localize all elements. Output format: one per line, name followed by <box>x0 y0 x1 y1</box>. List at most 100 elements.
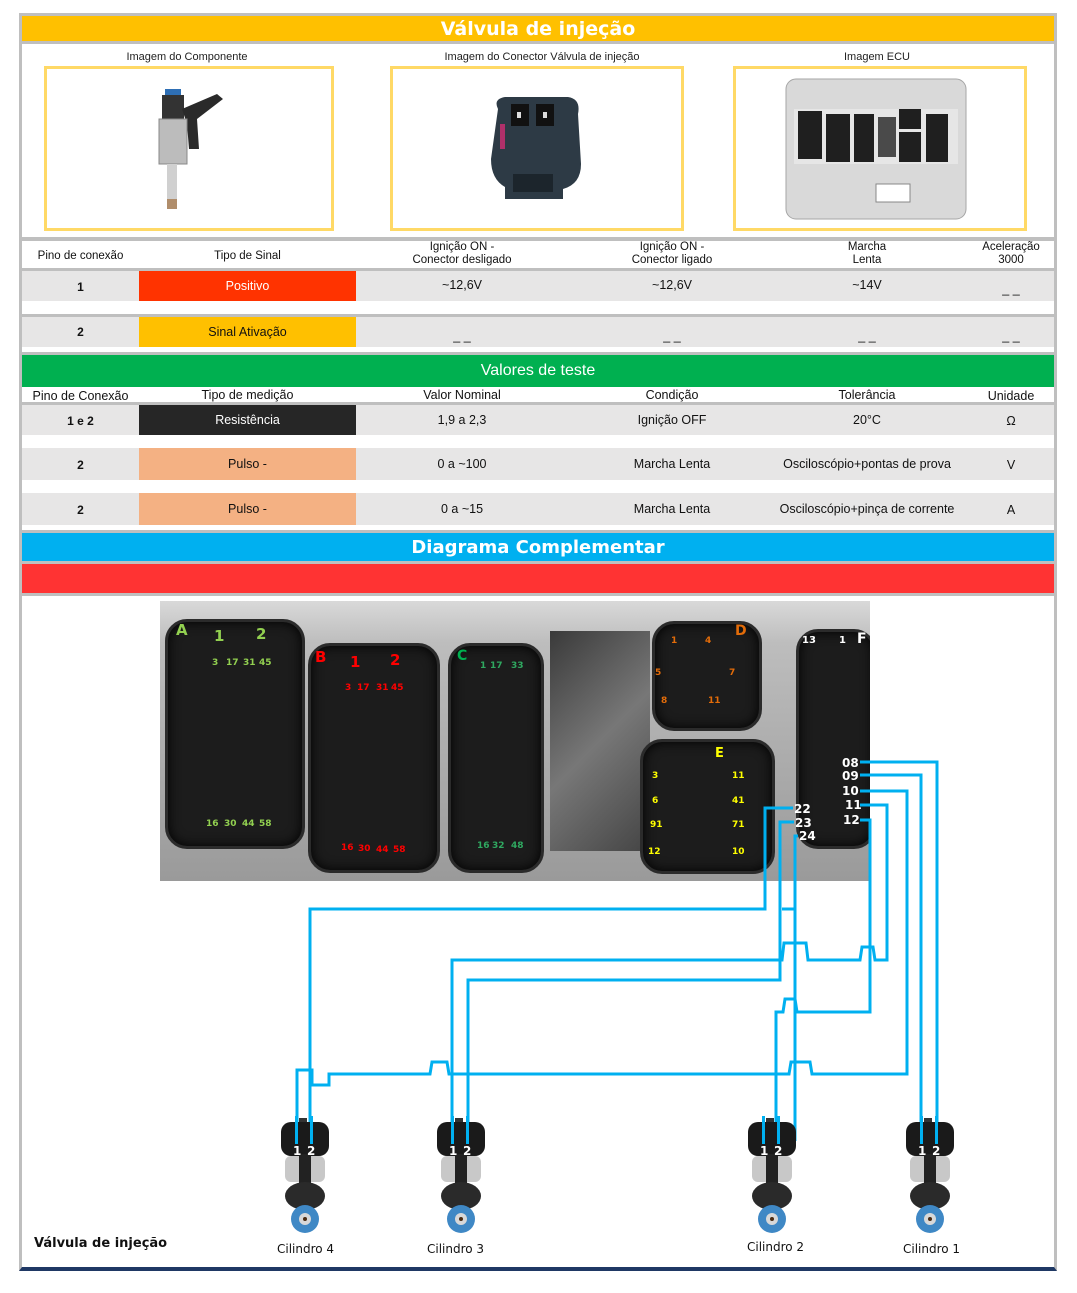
value-accel: _ _ <box>1002 329 1020 343</box>
connector-d <box>652 621 762 731</box>
connector-f-pin: 1 <box>839 635 846 646</box>
test-row: 2 Pulso - 0 a ~100 Marcha Lenta Oscilosc… <box>22 448 1054 480</box>
connector-e-pin: 11 <box>732 771 745 781</box>
header-nominal: Valor Nominal <box>423 388 501 402</box>
injector-icon <box>437 1116 485 1233</box>
connector-d-pin: 5 <box>655 668 662 678</box>
header-line: Aceleração <box>982 241 1040 253</box>
connector-e-pin: 3 <box>652 771 659 781</box>
value-ign-on-connected: _ _ <box>663 329 681 343</box>
diagram-footer-label: Válvula de injeção <box>34 1236 168 1251</box>
value-idle: _ _ <box>858 329 876 343</box>
test-values-bar: Valores de teste <box>22 355 1054 387</box>
test-row: 1 e 2 Resistência 1,9 a 2,3 Ignição OFF … <box>22 405 1054 435</box>
tolerance-value: Osciloscópio+pinça de corrente <box>779 502 955 516</box>
injector-sheet: Válvula de injeção Imagem do Componente … <box>19 13 1057 1271</box>
header-signal-type: Tipo de Sinal <box>214 250 281 262</box>
header-line: Ignição ON - <box>429 241 495 253</box>
divider <box>22 314 1054 317</box>
injector-pin: 2 <box>774 1144 783 1158</box>
header-ign-on-connected: Ignição ON - Conector ligado <box>572 241 772 267</box>
connector-b-pin: 58 <box>393 845 406 855</box>
injector-label: Cilindro 4 <box>277 1242 335 1256</box>
nominal-value: 1,9 a 2,3 <box>437 413 487 427</box>
wire-08 <box>860 760 939 1141</box>
pin-value: 1 <box>77 280 84 294</box>
value-ign-on-disconnected: ~12,6V <box>442 278 482 292</box>
header-line: Conector desligado <box>412 254 512 266</box>
injector-pin: 2 <box>463 1144 472 1158</box>
signal-row: 2 Sinal Ativação _ _ _ _ _ _ _ _ <box>22 317 1054 347</box>
connector-e-pin: 10 <box>732 847 745 857</box>
injector-pin: 2 <box>932 1144 941 1158</box>
wire-pin-label: 09 <box>842 769 859 783</box>
wiring-diagram <box>295 760 939 1141</box>
connector-f-label: F <box>857 631 867 647</box>
connector-image <box>390 66 684 231</box>
injector-icon <box>158 89 223 209</box>
wire-pin-label: 10 <box>842 784 859 798</box>
connector-c-label: C <box>457 648 468 664</box>
connector-d-label: D <box>735 623 747 639</box>
wire-22 <box>308 806 793 1067</box>
nominal-value: 0 a ~100 <box>437 457 487 471</box>
wire-12 <box>774 818 872 1141</box>
connector-b-pin: 16 <box>341 843 354 853</box>
connector-c-pin: 33 <box>511 661 524 671</box>
connector-b-pin: 44 <box>376 845 389 855</box>
pin-value: 2 <box>77 325 84 339</box>
unit-value: V <box>1006 458 1016 472</box>
condition-value: Ignição OFF <box>637 413 707 427</box>
nominal-value: 0 a ~15 <box>440 502 484 516</box>
title-bar: Válvula de injeção <box>22 16 1054 44</box>
connector-c-pin: 48 <box>511 841 524 851</box>
connector-d-pin: 7 <box>729 668 736 678</box>
header-idle: Marcha Lenta <box>782 241 952 267</box>
connector-b-pin: 17 <box>357 683 370 693</box>
divider <box>22 402 1054 405</box>
wire-10 <box>295 789 909 1141</box>
pin-value: 2 <box>77 458 84 472</box>
connector-a-pin: 44 <box>242 819 255 829</box>
connector-a-pin: 58 <box>259 819 272 829</box>
wire-pin-label: 08 <box>842 756 859 770</box>
connector-b-pin: 45 <box>391 683 404 693</box>
header-line: Lenta <box>852 254 882 266</box>
connector-b-pin: 30 <box>358 844 371 854</box>
measurement-type-badge: Pulso - <box>139 493 356 525</box>
condition-value: Marcha Lenta <box>633 502 711 516</box>
connector-c-pin: 1 <box>480 661 487 671</box>
connector-e-pin: 12 <box>648 847 661 857</box>
connector-b <box>308 643 440 873</box>
divider <box>22 237 1054 241</box>
connector-c <box>448 643 544 873</box>
divider <box>22 268 1054 271</box>
value-ign-on-disconnected: _ _ <box>453 329 471 343</box>
wire-pin-label: 11 <box>845 798 862 812</box>
connector-b-top-pin: 2 <box>390 651 401 669</box>
page-title: Válvula de injeção <box>440 17 636 40</box>
measurement-type-badge: Resistência <box>139 405 356 435</box>
connector-a-pin: 30 <box>224 819 237 829</box>
connector-a-pin: 17 <box>226 658 239 668</box>
connector-b-pin: 3 <box>345 683 352 693</box>
connector-e-pin: 91 <box>650 820 663 830</box>
header-pin: Pino de Conexão <box>32 389 129 403</box>
tolerance-value: 20°C <box>853 413 881 427</box>
header-ign-on-disconnected: Ignição ON - Conector desligado <box>362 241 562 267</box>
connector-icon <box>491 97 581 199</box>
measurement-type-badge: Pulso - <box>139 448 356 480</box>
header-condition: Condição <box>645 388 699 402</box>
header-pin: Pino de conexão <box>37 250 124 262</box>
connector-d-pin: 8 <box>661 696 668 706</box>
header-unit: Unidade <box>987 389 1035 403</box>
header-line: Conector ligado <box>631 254 713 266</box>
injector-cylinder-2: 1 2 <box>744 1116 804 1236</box>
connector-e <box>640 739 775 874</box>
signal-type-badge: Sinal Ativação <box>139 317 356 347</box>
injector-icon <box>748 1116 796 1233</box>
connector-a <box>165 619 305 849</box>
condition-value: Marcha Lenta <box>633 457 711 471</box>
red-bar <box>22 564 1054 593</box>
injector-icon <box>281 1116 329 1233</box>
